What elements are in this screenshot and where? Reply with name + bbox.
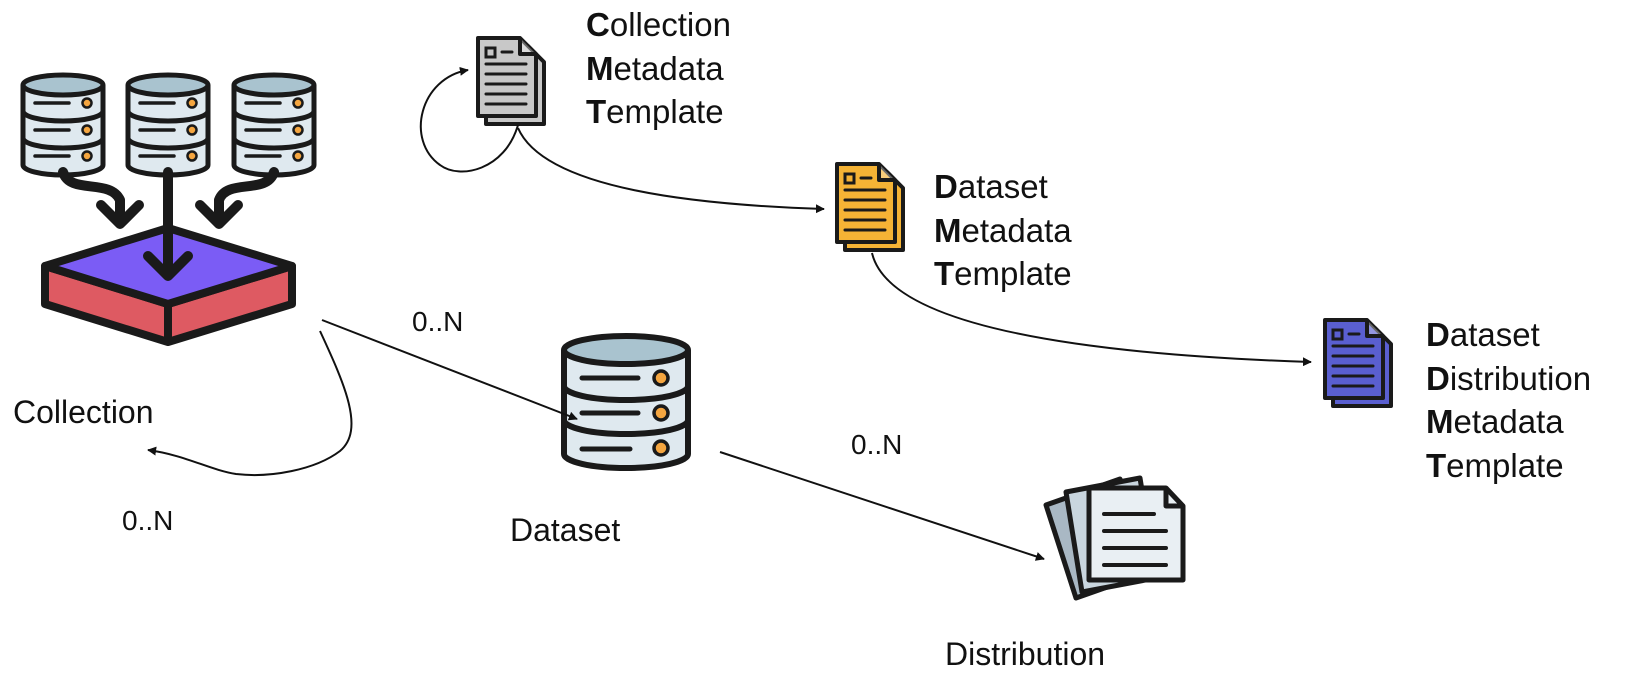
multiplicity-collection-dataset: 0..N — [412, 306, 464, 337]
initial-letter: D — [1426, 359, 1450, 397]
multiplicity-collection-self: 0..N — [122, 505, 174, 536]
word-rest: etadata — [613, 49, 724, 87]
initial-letter: T — [934, 255, 955, 292]
edge-dataset-template-to-distribution-template — [871, 252, 1312, 367]
initial-letter: M — [586, 49, 614, 87]
distribution-label: Distribution — [945, 636, 1106, 672]
database-icon-middle — [128, 75, 208, 175]
collection-metadata-template-label: Collection Metadata Template — [586, 3, 731, 134]
word-rest: ollection — [609, 6, 731, 43]
dataset-label: Dataset — [510, 512, 621, 548]
initial-letter: T — [586, 93, 607, 130]
word-rest: istribution — [1449, 359, 1592, 397]
database-icon — [561, 333, 691, 471]
word-rest: etadata — [1453, 403, 1564, 440]
document-icon-collection-template — [476, 36, 546, 126]
dataset-distribution-metadata-template-label: Dataset Distribution Metadata Template — [1426, 313, 1591, 487]
edge-collection-to-dataset — [321, 319, 578, 421]
collection-icon — [23, 75, 314, 346]
merge-arrows-icon — [58, 167, 279, 229]
word-rest: ataset — [957, 168, 1048, 205]
collection-label: Collection — [13, 394, 154, 430]
word-rest: emplate — [606, 93, 724, 130]
word-rest: ataset — [1449, 316, 1540, 353]
files-icon — [1043, 475, 1186, 601]
initial-letter: T — [1426, 446, 1447, 484]
database-icon-left — [23, 75, 103, 175]
database-icon-right — [234, 75, 314, 175]
dataset-metadata-template-label: Dataset Metadata Template — [934, 165, 1072, 296]
initial-letter: M — [1426, 403, 1454, 440]
initial-letter: C — [586, 6, 610, 43]
edge-collection-template-self — [419, 66, 519, 173]
edge-collection-template-to-dataset-template — [517, 127, 825, 214]
initial-letter: M — [934, 211, 962, 249]
document-icon-distribution-template — [1323, 318, 1393, 408]
initial-letter: D — [1426, 316, 1450, 353]
edge-collection-self — [147, 330, 353, 476]
initial-letter: D — [934, 168, 958, 205]
word-rest: emplate — [1446, 446, 1564, 484]
down-arrow-icon — [143, 167, 193, 281]
word-rest: etadata — [961, 211, 1072, 249]
edge-dataset-to-distribution — [719, 451, 1045, 561]
multiplicity-dataset-distribution: 0..N — [851, 429, 903, 460]
word-rest: emplate — [954, 255, 1072, 292]
